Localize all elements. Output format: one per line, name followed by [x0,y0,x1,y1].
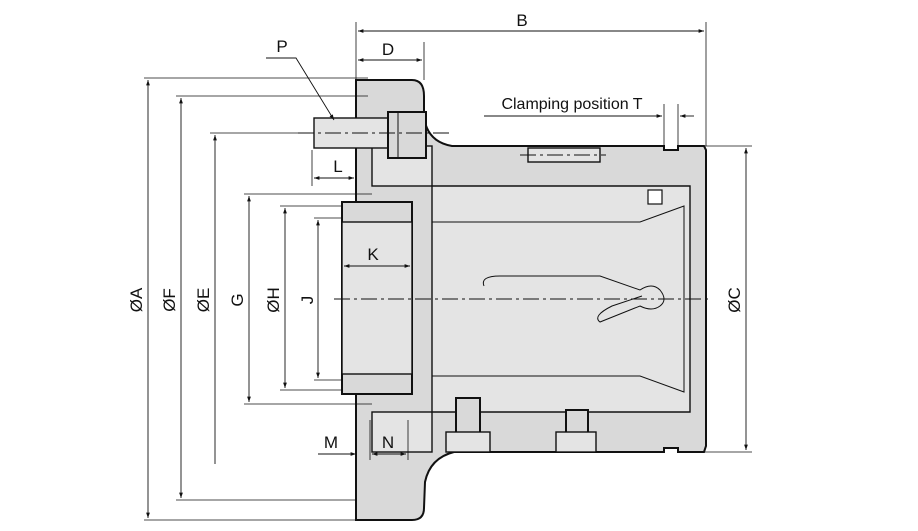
label-K: K [367,245,379,264]
dimension-lines [146,29,748,518]
label-F: ØF [160,288,179,312]
mount-bolt-head [387,111,427,159]
bottom-screw-right-head [555,431,597,453]
labels: ØA ØF ØE G ØH J ØC B D P L K M N Clampin… [127,11,744,452]
label-H: ØH [264,287,283,313]
extension-lines [144,22,752,521]
set-screw [647,189,663,205]
centerlines [298,132,712,300]
collet-taper [500,205,685,393]
chuck-body [313,79,707,521]
label-T: Clamping position T [501,96,642,113]
label-M: M [324,433,338,452]
leader-P [266,57,335,121]
body-face-lower [371,411,433,453]
label-A: ØA [127,287,146,312]
label-P: P [276,37,287,56]
label-B: B [516,11,527,30]
label-L: L [333,157,342,176]
label-G: G [228,293,247,306]
label-C: ØC [725,287,744,313]
bottom-screw-left-head [445,431,491,453]
label-E: ØE [194,288,213,313]
label-N: N [382,433,394,452]
label-D: D [382,40,394,59]
label-J: J [298,296,317,305]
front-insert-bore [341,221,413,375]
